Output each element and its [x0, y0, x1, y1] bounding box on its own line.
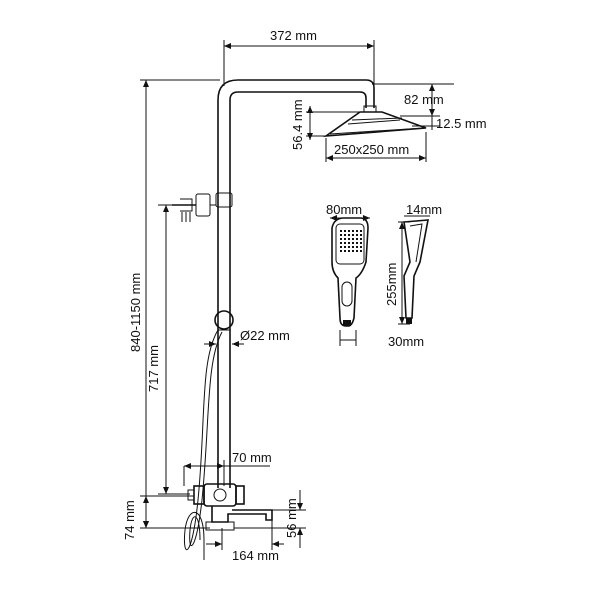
- nozzle-dot: [352, 242, 354, 244]
- nozzle-dot: [340, 234, 342, 236]
- nozzle-dot: [356, 238, 358, 240]
- nozzle-dot: [360, 238, 362, 240]
- label-head-offset: 82 mm: [404, 92, 444, 107]
- nozzle-dot: [348, 246, 350, 248]
- dimension-spout-length: 164 mm: [206, 520, 284, 563]
- dimension-pipe-diameter: Ø22 mm: [204, 328, 290, 347]
- nozzle-dot: [356, 250, 358, 252]
- dimension-holder-height: 717 mm: [146, 204, 190, 495]
- dimension-handshower-width: 80mm: [326, 202, 370, 221]
- dimension-handshower-length: 255mm: [384, 221, 410, 325]
- dimension-head-size: 250x250 mm: [325, 132, 427, 162]
- label-head-thickness: 12.5 mm: [436, 116, 487, 131]
- nozzle-dot: [340, 230, 342, 232]
- nozzle-dot: [360, 246, 362, 248]
- rain-shower-head: [323, 111, 427, 138]
- nozzle-dot: [356, 246, 358, 248]
- nozzle-dot: [352, 250, 354, 252]
- dimension-column-height: 840-1150 mm: [128, 79, 220, 529]
- dimension-arm-length: 372 mm: [223, 28, 375, 106]
- nozzle-dot: [340, 250, 342, 252]
- label-mixer-height: 74 mm: [122, 500, 137, 540]
- nozzle-dot: [344, 230, 346, 232]
- dimension-spout-height: 56 mm: [234, 490, 306, 548]
- label-spout-height: 56 mm: [284, 498, 299, 538]
- label-column-height: 840-1150 mm: [128, 273, 143, 352]
- nozzle-dot: [356, 230, 358, 232]
- nozzle-dot: [344, 242, 346, 244]
- label-arm-length: 372 mm: [270, 28, 317, 43]
- nozzle-dot: [344, 238, 346, 240]
- label-handshower-length: 255mm: [384, 263, 399, 306]
- label-holder-height: 717 mm: [146, 345, 161, 392]
- nozzle-dot: [348, 238, 350, 240]
- hand-shower-front: [331, 217, 369, 327]
- nozzle-dot: [340, 238, 342, 240]
- hand-shower-side: [403, 219, 429, 324]
- nozzle-dot: [360, 230, 362, 232]
- nozzle-dot: [348, 234, 350, 236]
- nozzle-dot: [352, 230, 354, 232]
- nozzle-dot: [340, 246, 342, 248]
- label-handshower-depth: 14mm: [406, 202, 442, 217]
- label-head-height: 56.4 mm: [290, 99, 305, 150]
- nozzle-dot: [340, 242, 342, 244]
- label-head-size: 250x250 mm: [334, 142, 409, 157]
- dimension-handshower-depth: 14mm: [404, 202, 442, 217]
- label-handshower-width: 80mm: [326, 202, 362, 217]
- nozzle-dot: [352, 246, 354, 248]
- dimension-head-thickness: 12.5 mm: [400, 112, 487, 131]
- label-pipe-diameter: Ø22 mm: [240, 328, 290, 343]
- nozzle-dot: [356, 242, 358, 244]
- nozzle-dot: [348, 230, 350, 232]
- nozzle-dot: [348, 242, 350, 244]
- nozzle-dot: [360, 234, 362, 236]
- dimension-mixer-height: 74 mm: [122, 495, 194, 540]
- wall-hook: [172, 193, 216, 222]
- nozzle-dot: [348, 250, 350, 252]
- dimension-head-height: 56.4 mm: [290, 99, 360, 150]
- dimension-handle-width: 30mm: [339, 330, 424, 349]
- nozzle-dot: [352, 234, 354, 236]
- dimension-head-offset: 82 mm: [372, 83, 454, 116]
- thermostatic-mixer: [187, 483, 273, 531]
- label-mixer-offset: 70 mm: [232, 450, 272, 465]
- label-spout-length: 164 mm: [232, 548, 279, 563]
- nozzle-dot: [344, 234, 346, 236]
- label-handle-width: 30mm: [388, 334, 424, 349]
- nozzle-dot: [356, 234, 358, 236]
- nozzle-dot: [360, 250, 362, 252]
- nozzle-dot: [344, 250, 346, 252]
- nozzle-dot: [344, 246, 346, 248]
- shower-hose: [183, 329, 223, 560]
- nozzle-dot: [352, 238, 354, 240]
- nozzle-dot: [360, 242, 362, 244]
- dimension-mixer-offset: 70 mm: [183, 450, 272, 486]
